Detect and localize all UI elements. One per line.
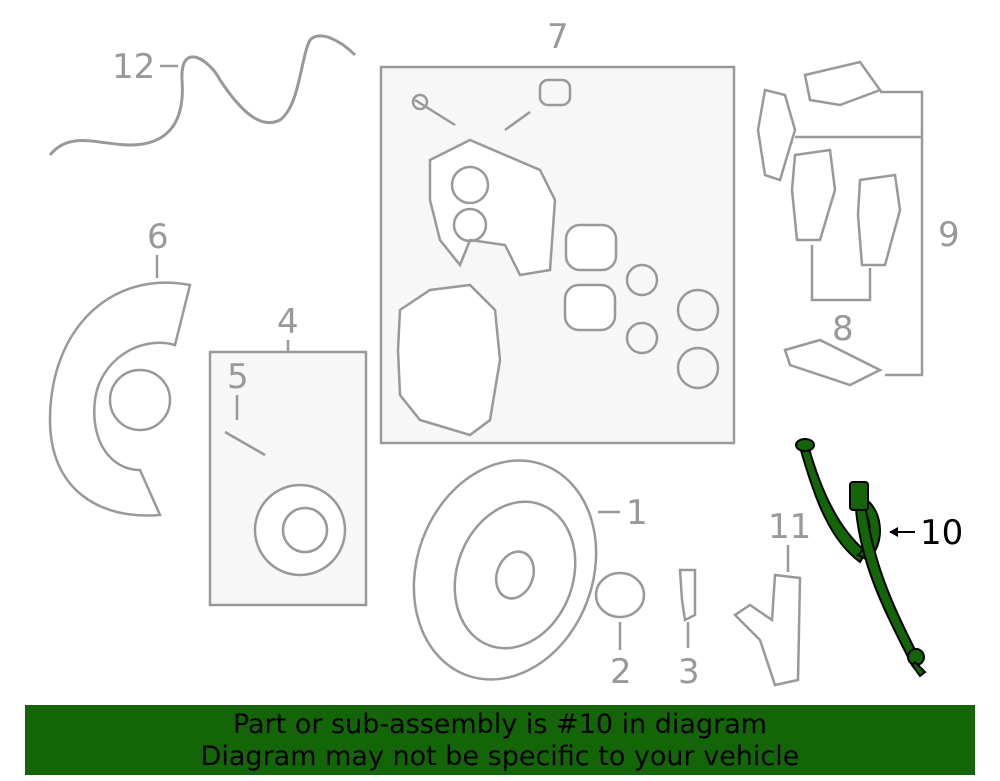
notice-banner: Part or sub-assembly is #10 in diagram D… bbox=[25, 705, 975, 775]
callout-5: 5 bbox=[227, 357, 249, 397]
callout-4: 4 bbox=[277, 302, 299, 342]
callout-8: 8 bbox=[832, 309, 854, 349]
dust-shield bbox=[48, 281, 192, 517]
banner-line-1: Part or sub-assembly is #10 in diagram bbox=[232, 709, 768, 740]
callout-12: 12 bbox=[112, 47, 156, 87]
caliper-bracket bbox=[396, 283, 502, 437]
callout-11: 11 bbox=[768, 507, 812, 547]
callout-1: 1 bbox=[626, 493, 648, 533]
abs-sensor-wire bbox=[48, 34, 357, 156]
callout-6: 6 bbox=[147, 217, 169, 257]
callout-9: 9 bbox=[938, 215, 960, 255]
callout-2: 2 bbox=[610, 652, 632, 692]
brake-hose-highlight bbox=[795, 438, 927, 678]
callout-10: 10 bbox=[920, 513, 964, 553]
caliper bbox=[428, 138, 557, 277]
callout-7: 7 bbox=[547, 17, 569, 57]
callout-3: 3 bbox=[678, 652, 700, 692]
banner-line-2: Diagram may not be specific to your vehi… bbox=[200, 741, 800, 772]
brake-rotor bbox=[412, 459, 598, 681]
